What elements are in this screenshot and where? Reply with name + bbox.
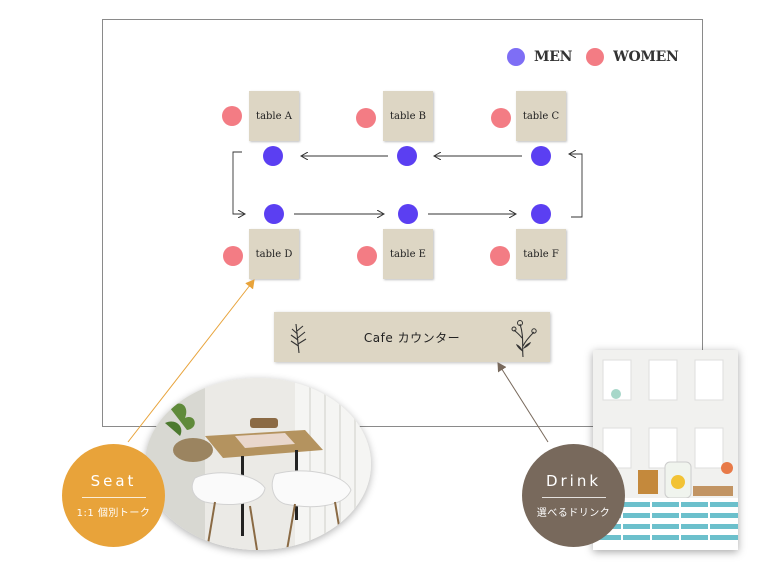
- table-label: table B: [389, 110, 427, 122]
- seat-title: Seat: [90, 472, 137, 490]
- counter-label: Cafe カウンター: [363, 330, 461, 345]
- table-f: table F: [516, 229, 566, 279]
- table-a: table A: [249, 91, 299, 141]
- badge-divider: [541, 497, 606, 498]
- man-seat: [264, 204, 284, 224]
- plant-icon: [290, 323, 307, 354]
- woman-seat: [356, 108, 376, 128]
- flower-icon: [511, 320, 537, 358]
- seat-photo: [145, 378, 371, 550]
- woman-seat: [490, 246, 510, 266]
- badge-divider: [81, 497, 146, 498]
- table-c: table C: [516, 91, 566, 141]
- drink-badge: Drink 選べるドリンク: [522, 444, 625, 547]
- women-legend-dot: [586, 48, 605, 66]
- woman-seat: [491, 108, 511, 128]
- man-seat: [263, 146, 283, 166]
- woman-seat: [222, 106, 242, 126]
- legend: MEN WOMEN: [507, 47, 692, 67]
- seat-subtitle: 1:1 個別トーク: [76, 508, 151, 519]
- man-seat: [397, 146, 417, 166]
- cafe-counter: Cafe カウンター: [274, 312, 550, 362]
- legend-men-label: MEN: [534, 49, 573, 65]
- table-label: table E: [390, 248, 426, 260]
- man-seat: [531, 146, 551, 166]
- table-label: table F: [523, 248, 559, 260]
- table-label: table C: [522, 110, 560, 122]
- men-legend-dot: [507, 48, 525, 66]
- legend-women-label: WOMEN: [613, 49, 679, 65]
- woman-seat: [223, 246, 243, 266]
- table-label: table D: [255, 248, 293, 260]
- drink-title: Drink: [545, 472, 602, 490]
- table-label: table A: [256, 110, 292, 122]
- table-d: table D: [249, 229, 299, 279]
- man-seat: [398, 204, 418, 224]
- seat-badge: Seat 1:1 個別トーク: [62, 444, 165, 547]
- table-e: table E: [383, 229, 433, 279]
- woman-seat: [357, 246, 377, 266]
- cafe-table-chairs-photo: [145, 378, 371, 550]
- man-seat: [531, 204, 551, 224]
- table-b: table B: [383, 91, 433, 141]
- drink-subtitle: 選べるドリンク: [536, 508, 611, 519]
